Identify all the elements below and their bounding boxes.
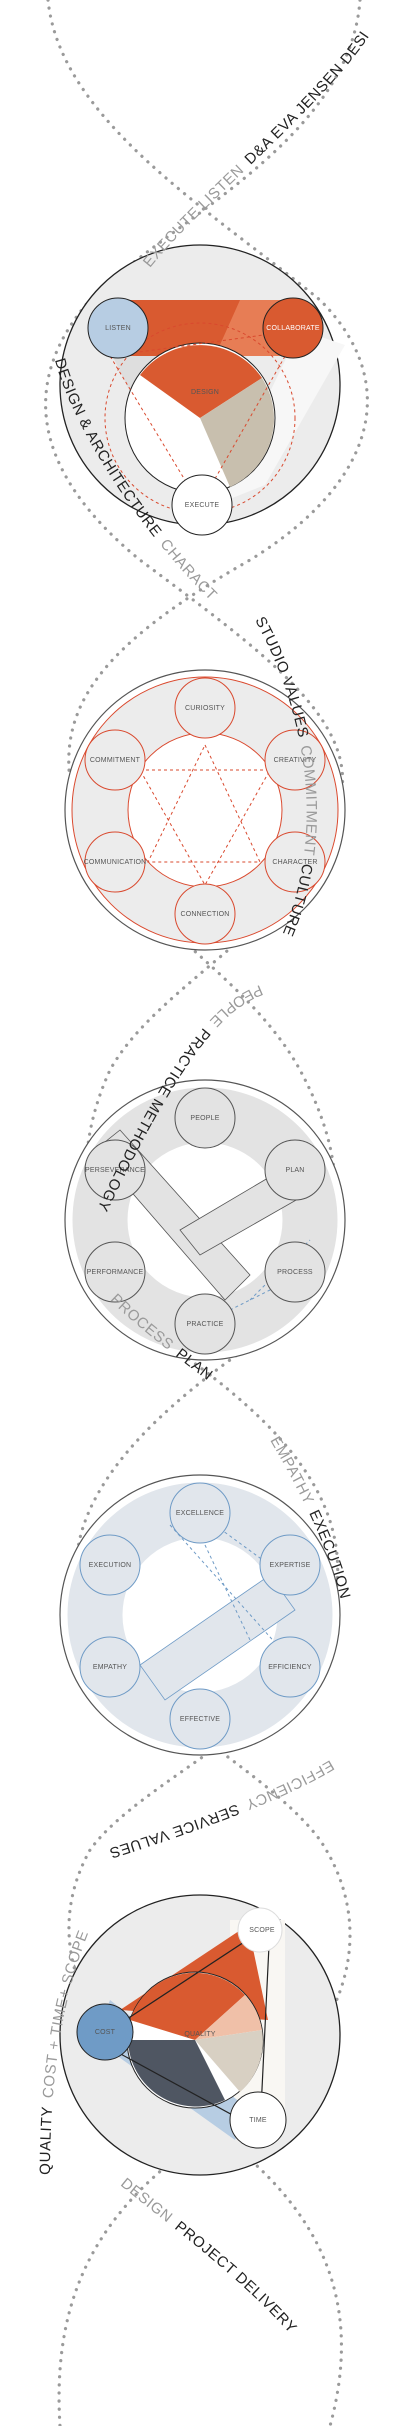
node-efficiency xyxy=(259,1636,321,1698)
node-efficiency-label: EFFICIENCY xyxy=(268,1664,312,1671)
segment-orange xyxy=(140,345,262,418)
node-commitment xyxy=(84,729,146,791)
segment-tan xyxy=(200,378,275,487)
band-diagonal xyxy=(139,1574,296,1701)
segment-peach xyxy=(195,1995,262,2040)
diagram-design-process: LISTEN COLLABORATE DESIGN EXECUTE xyxy=(59,244,345,536)
node-empathy-label: EMPATHY xyxy=(93,1664,127,1671)
node-curiosity xyxy=(174,677,236,739)
node-execution-label: EXECUTION xyxy=(89,1562,132,1569)
diagram-project-delivery: SCOPE COST QUALITY TIME xyxy=(59,1894,341,2176)
dotted-helix xyxy=(44,0,369,2426)
node-communication xyxy=(84,831,146,893)
dotted-path-b xyxy=(44,0,362,2426)
dashed-triangle xyxy=(147,743,261,863)
node-performance-label: PERFORMANCE xyxy=(87,1269,144,1276)
node-execute-label: EXECUTE xyxy=(185,502,220,509)
node-effective xyxy=(169,1688,231,1750)
node-connection-label: CONNECTION xyxy=(180,911,229,918)
node-cost-label: COST xyxy=(95,2029,116,2036)
diagram-practice-methodology: PEOPLE PLAN PROCESS PRACTICE PERFORMANCE… xyxy=(64,1079,346,1361)
node-people xyxy=(174,1087,236,1149)
node-expertise-label: EXPERTISE xyxy=(270,1562,311,1569)
node-practice-label: PRACTICE xyxy=(187,1321,224,1328)
node-excellence-label: EXCELLENCE xyxy=(176,1510,224,1517)
node-execution xyxy=(79,1534,141,1596)
node-connection xyxy=(174,883,236,945)
dashed-triangle xyxy=(109,329,301,506)
node-scope-label: SCOPE xyxy=(249,1927,275,1934)
node-plan xyxy=(264,1139,326,1201)
node-design-label: DESIGN xyxy=(191,389,219,396)
node-character-label: CHARACTER xyxy=(272,859,317,866)
outline-triangle xyxy=(93,1923,271,2131)
dashed-orbit xyxy=(104,322,296,514)
caption-7: EFFICIENCYSERVICE VALUES xyxy=(107,1756,337,1861)
segment-orange xyxy=(130,1972,245,2040)
node-time xyxy=(229,2091,287,2149)
node-process xyxy=(264,1241,326,1303)
node-performance xyxy=(84,1241,146,1303)
node-execute xyxy=(171,474,233,536)
node-excellence xyxy=(169,1482,231,1544)
node-creativity-label: CREATIVITY xyxy=(274,757,317,764)
diagram-studio-values: CURIOSITY CREATIVITY CHARACTER CONNECTIO… xyxy=(64,669,346,951)
node-communication-label: COMMUNICATION xyxy=(84,859,147,866)
node-plan-label: PLAN xyxy=(285,1167,304,1174)
diagram-service-values: EXCELLENCE EXPERTISE EFFICIENCY EFFECTIV… xyxy=(59,1474,341,1756)
node-time-label: TIME xyxy=(249,2117,267,2124)
node-commitment-label: COMMITMENT xyxy=(90,757,141,764)
node-process-label: PROCESS xyxy=(277,1269,313,1276)
node-people-label: PEOPLE xyxy=(190,1115,219,1122)
node-listen-label: LISTEN xyxy=(105,325,131,332)
node-effective-label: EFFECTIVE xyxy=(180,1716,220,1723)
node-listen xyxy=(87,297,149,359)
segment-tan xyxy=(195,2030,263,2092)
segment-slate xyxy=(128,2040,225,2107)
node-perseverance xyxy=(84,1139,146,1201)
node-collaborate-label: COLLABORATE xyxy=(266,325,320,332)
node-collaborate xyxy=(262,297,324,359)
node-expertise xyxy=(259,1534,321,1596)
node-curiosity-label: CURIOSITY xyxy=(185,705,225,712)
node-creativity xyxy=(264,729,326,791)
node-cost xyxy=(76,2003,134,2061)
node-scope xyxy=(237,1907,283,1953)
node-practice xyxy=(174,1293,236,1355)
node-quality-label: QUALITY xyxy=(184,2031,215,2038)
node-perseverance-label: PERSEVERANCE xyxy=(85,1167,145,1174)
node-character xyxy=(264,831,326,893)
node-empathy xyxy=(79,1636,141,1698)
